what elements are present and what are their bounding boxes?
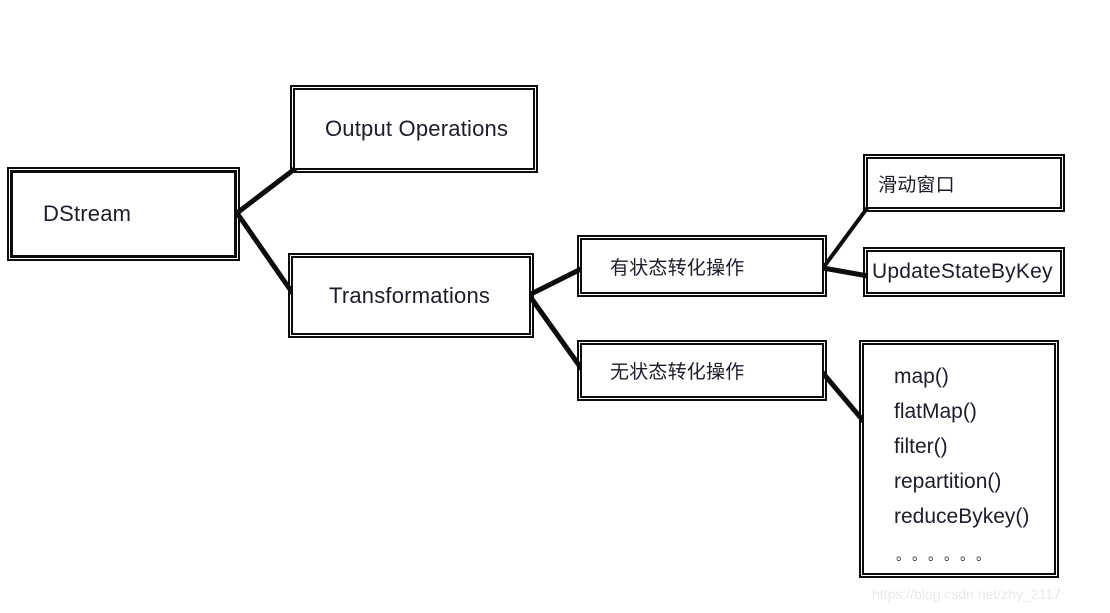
edge-transformations-to-stateful [527,265,585,298]
node-stateless-transformations-label: 无状态转化操作 [610,362,745,383]
list-item: filter() [894,435,948,458]
node-output-operations-label: Output Operations [325,116,509,141]
list-item: flatMap() [894,400,977,423]
list-item: reduceBykey() [894,505,1030,528]
node-dstream[interactable]: DStream [7,167,240,261]
node-stateless-function-list[interactable]: map() flatMap() filter() repartition() reduc… [859,340,1059,578]
watermark-text: https://blog.csdn.net/zhy_2117 [872,586,1061,602]
node-dstream-label: DStream [43,201,132,226]
list-item: repartition() [894,470,1002,493]
stateless-function-items: map() flatMap() filter() repartition() reduc… [894,359,1054,534]
list-item: map() [894,365,949,388]
edge-stateful-to-updatestatebykey [822,265,869,279]
node-stateless-transformations[interactable]: 无状态转化操作 [577,340,827,401]
edge-dstream-to-output-operations [235,166,298,215]
edge-stateless-to-functions [820,370,868,426]
node-updatestatebykey[interactable]: UpdateStateByKey [863,247,1065,297]
node-transformations[interactable]: Transformations [288,253,534,338]
node-updatestatebykey-label: UpdateStateByKey [872,260,1053,283]
stateless-function-ellipsis: 。。。。。。 [896,547,999,563]
node-stateful-transformations[interactable]: 有状态转化操作 [577,235,827,297]
node-sliding-window-label: 滑动窗口 [878,174,955,196]
edge-dstream-to-transformations [234,211,299,300]
node-sliding-window[interactable]: 滑动窗口 [863,154,1065,212]
edge-transformations-to-stateless [526,293,589,377]
node-stateful-transformations-label: 有状态转化操作 [610,257,745,279]
node-output-operations[interactable]: Output Operations [290,85,538,173]
edge-stateful-to-sliding-window [821,205,870,270]
node-transformations-label: Transformations [329,282,491,308]
